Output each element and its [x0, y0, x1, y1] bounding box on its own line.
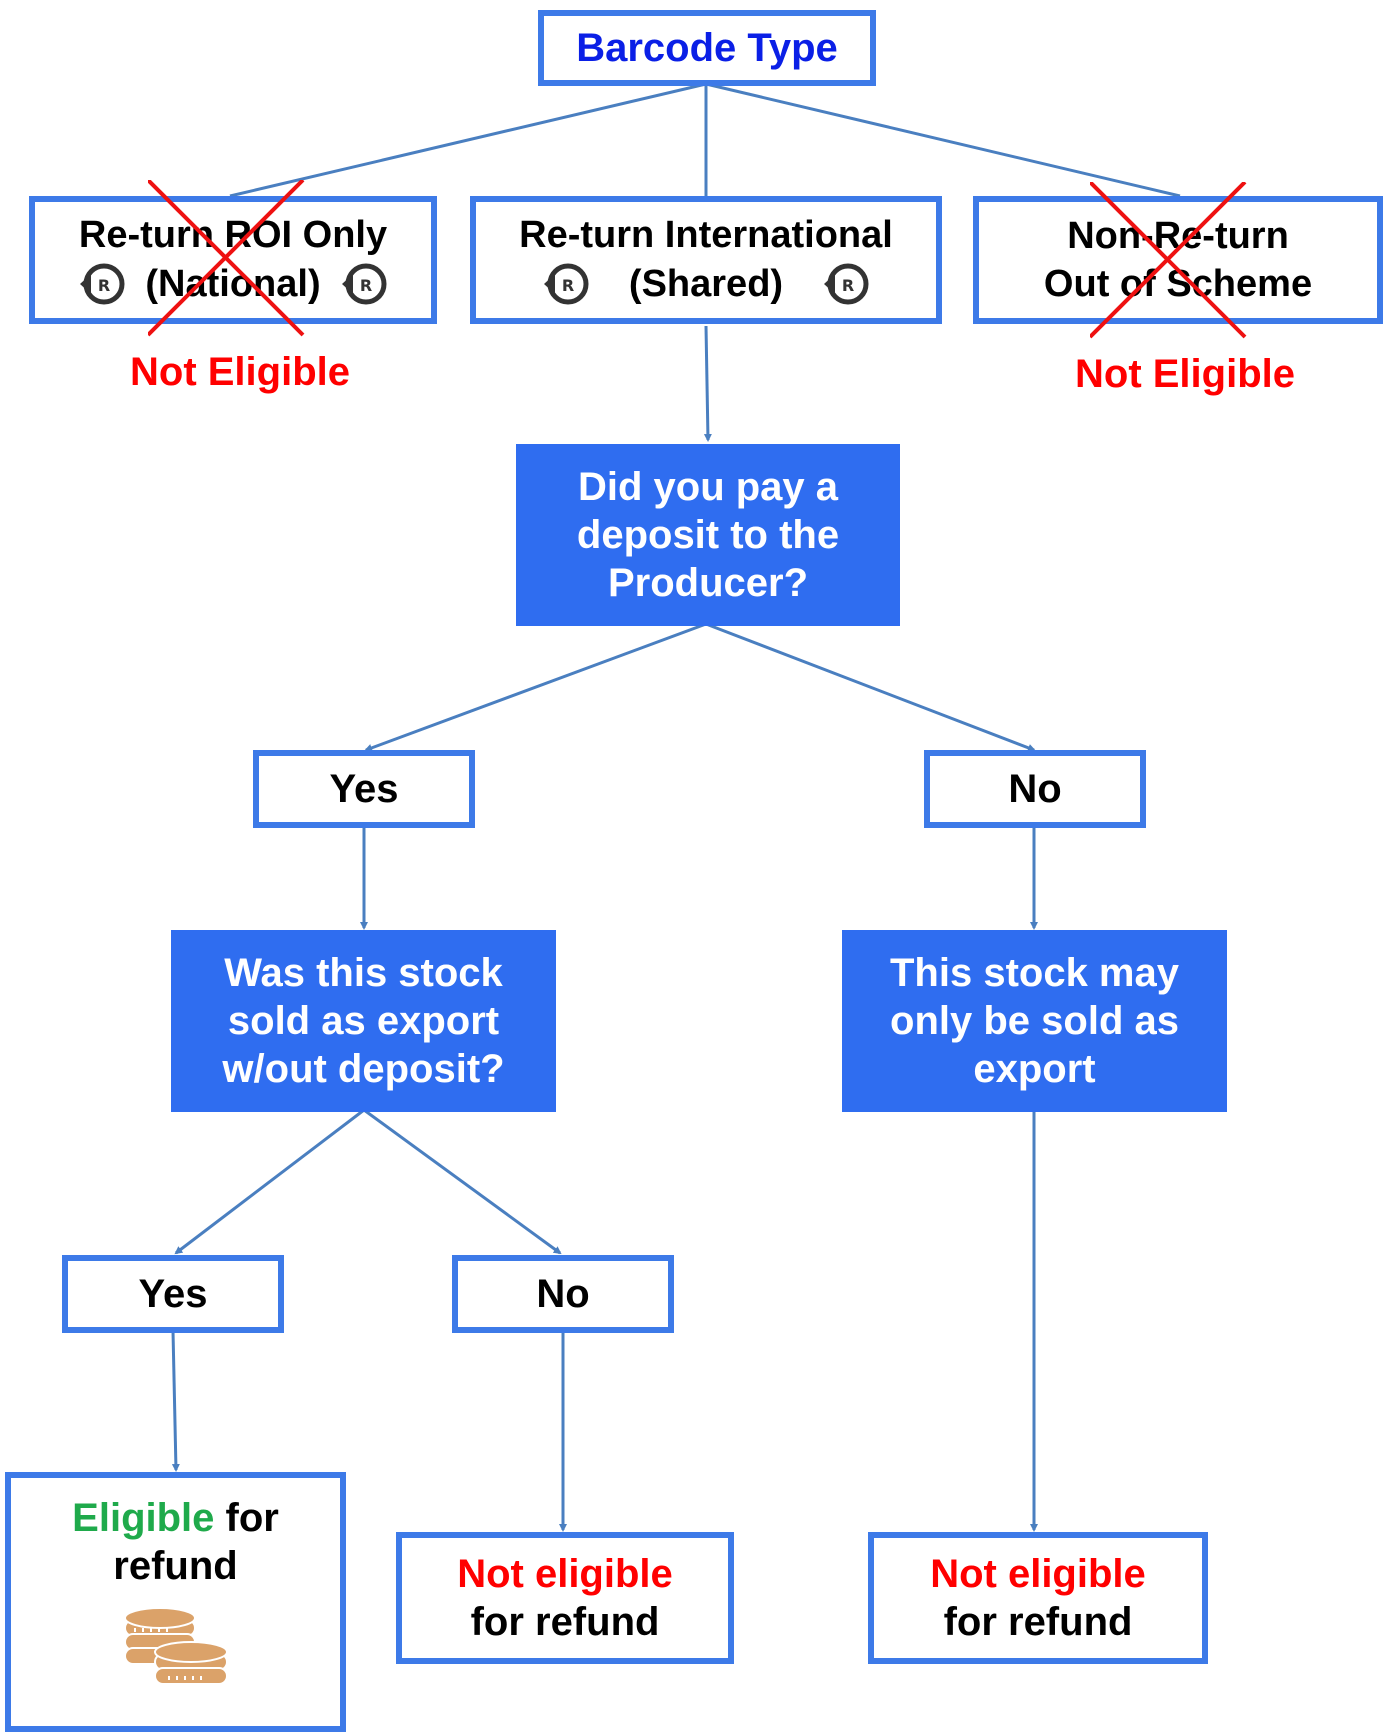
- export-only-line1: This stock may: [889, 951, 1179, 995]
- connector-root-non-return: [705, 82, 1181, 198]
- non-return-box: Non-Re-turn Out of Scheme: [973, 196, 1383, 324]
- international-line2: (Shared): [628, 263, 784, 305]
- re-turn-logo-icon: R: [541, 259, 591, 309]
- eligible-outcome-box: Eligible for refund: [5, 1472, 346, 1732]
- cross-out-icon: [148, 180, 305, 337]
- not-eligible-export-outcome-box: Not eligible for refund: [868, 1532, 1208, 1664]
- answer2-yes-box: Yes: [62, 1255, 284, 1333]
- export-only-line2: only be sold as: [890, 999, 1179, 1043]
- barcode-type-label: Barcode Type: [576, 26, 838, 70]
- international-line1: Re-turn International: [519, 214, 893, 256]
- answer-yes-label: Yes: [329, 767, 399, 811]
- deposit-question-line2: deposit to the: [576, 513, 840, 557]
- eligible-line2: refund: [113, 1544, 238, 1588]
- international-box: Re-turn International R (Shared) R: [470, 196, 942, 324]
- not-eligible-line2: for refund: [470, 1600, 660, 1644]
- connector-international-question1: [703, 325, 712, 442]
- cross-out-icon: [1090, 182, 1247, 339]
- export-question-line1: Was this stock: [224, 951, 503, 995]
- not-eligible-highlight: Not eligible: [457, 1552, 673, 1596]
- export-only-line3: export: [973, 1047, 1096, 1091]
- answer2-no-box: No: [452, 1255, 674, 1333]
- roi-only-not-eligible: Not Eligible: [130, 350, 350, 394]
- connector-root-roi: [229, 82, 707, 198]
- connector-question1-no: [705, 622, 1036, 752]
- not-eligible-export-line2: for refund: [943, 1600, 1133, 1644]
- deposit-question-line3: Producer?: [607, 561, 809, 605]
- not-eligible-export-highlight: Not eligible: [930, 1552, 1146, 1596]
- roi-only-box: Re-turn ROI Only R (National) R: [29, 196, 437, 324]
- export-question-line3: w/out deposit?: [222, 1047, 505, 1091]
- not-eligible-outcome-box: Not eligible for refund: [396, 1532, 734, 1664]
- svg-text:R: R: [562, 276, 574, 295]
- answer-no-box: No: [924, 750, 1146, 828]
- connector-question1-yes: [364, 622, 707, 752]
- roi-only-line2: (National): [145, 263, 321, 305]
- svg-text:R: R: [359, 276, 371, 295]
- connector-question2-yes: [174, 1108, 365, 1255]
- coins-icon: [121, 1604, 231, 1705]
- re-turn-logo-icon: R: [339, 259, 389, 309]
- eligible-rest: for: [214, 1496, 279, 1540]
- svg-text:R: R: [842, 276, 854, 295]
- barcode-type-box: Barcode Type: [538, 10, 876, 86]
- re-turn-logo-icon: R: [77, 259, 127, 309]
- answer2-yes-label: Yes: [138, 1272, 208, 1316]
- svg-text:R: R: [98, 276, 110, 295]
- deposit-question-box: Did you pay a deposit to the Producer?: [516, 444, 900, 626]
- connector-question2-no: [363, 1108, 562, 1255]
- connector-yes-eligible: [171, 1330, 180, 1472]
- answer-yes-box: Yes: [253, 750, 475, 828]
- export-question-box: Was this stock sold as export w/out depo…: [171, 930, 556, 1112]
- export-question-line2: sold as export: [227, 999, 500, 1043]
- eligible-highlight: Eligible: [72, 1496, 215, 1540]
- non-return-not-eligible: Not Eligible: [1075, 352, 1295, 396]
- answer-no-label: No: [1008, 767, 1062, 811]
- re-turn-logo-icon: R: [821, 259, 871, 309]
- export-only-statement-box: This stock may only be sold as export: [842, 930, 1227, 1112]
- deposit-question-line1: Did you pay a: [577, 465, 839, 509]
- answer2-no-label: No: [536, 1272, 590, 1316]
